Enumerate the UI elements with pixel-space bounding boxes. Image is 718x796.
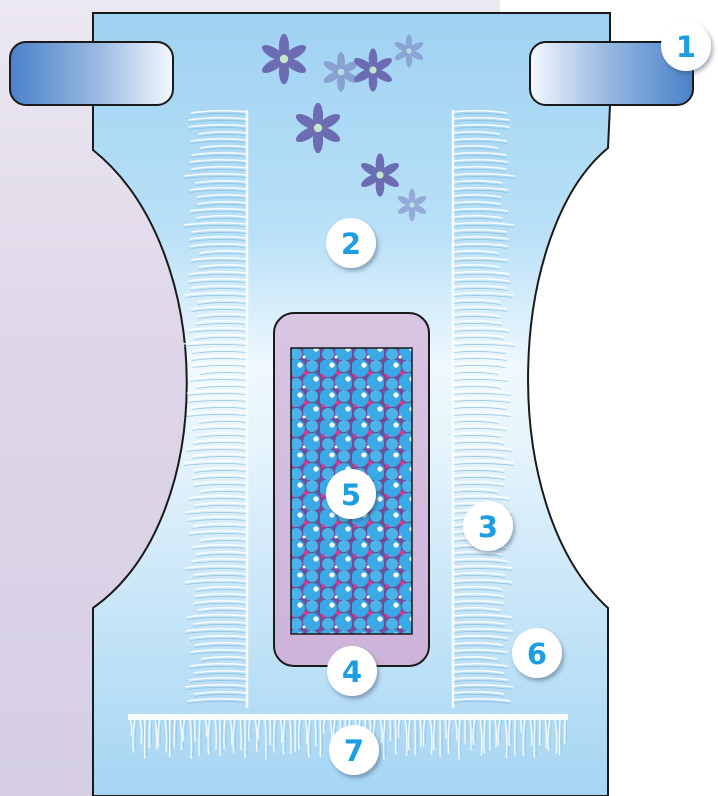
label-badge-3: 3 xyxy=(463,501,513,551)
label-badge-6: 6 xyxy=(512,628,562,678)
label-badge-5: 5 xyxy=(326,469,376,519)
label-6-text: 6 xyxy=(527,637,547,671)
label-badge-2: 2 xyxy=(326,218,376,268)
label-4-text: 4 xyxy=(342,655,362,689)
label-badge-7: 7 xyxy=(329,725,379,775)
label-1-text: 1 xyxy=(676,30,696,64)
label-badge-4: 4 xyxy=(327,646,377,696)
label-badge-1: 1 xyxy=(661,21,711,71)
label-2-text: 2 xyxy=(341,227,361,261)
label-7-text: 7 xyxy=(344,734,364,768)
left-fastening-tab xyxy=(10,42,173,105)
label-5-text: 5 xyxy=(341,478,361,512)
label-3-text: 3 xyxy=(478,510,498,544)
